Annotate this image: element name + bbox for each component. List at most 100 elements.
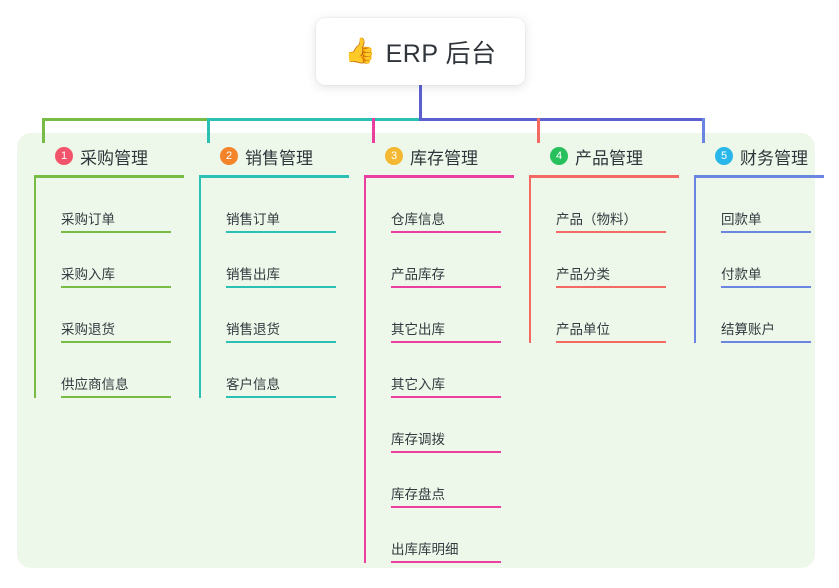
column-spine [529,178,531,343]
leaf-item-rule [391,506,501,508]
leaf-item-rule [721,341,811,343]
drop-line-1 [42,118,45,143]
leaf-item[interactable]: 其它出库 [364,288,514,343]
leaf-item[interactable]: 结算账户 [694,288,824,343]
leaf-item[interactable]: 出库库明细 [364,508,514,563]
column-number-badge: 1 [55,147,73,165]
column-title: 财务管理 [740,148,808,168]
column-title: 采购管理 [80,148,148,168]
leaf-item-rule [556,341,666,343]
diagram-panel [17,133,815,568]
leaf-item-rule [391,286,501,288]
leaf-item-label: 采购退货 [61,322,115,337]
leaf-item-label: 仓库信息 [391,212,445,227]
leaf-item[interactable]: 其它入库 [364,343,514,398]
leaf-item-label: 其它入库 [391,377,445,392]
leaf-item[interactable]: 产品单位 [529,288,679,343]
leaf-item-label: 产品单位 [556,322,610,337]
leaf-item-label: 销售退货 [226,322,280,337]
trunk-line [419,85,422,121]
column-items: 销售订单销售出库销售退货客户信息 [199,178,349,398]
root-node-card[interactable]: 👍 ERP 后台 [316,18,525,85]
leaf-item[interactable]: 库存调拨 [364,398,514,453]
column-header-rule [34,175,184,178]
leaf-item-label: 其它出库 [391,322,445,337]
bus-segment-right [419,118,705,121]
leaf-item[interactable]: 销售订单 [199,178,349,233]
leaf-item[interactable]: 采购入库 [34,233,184,288]
column-number-badge: 4 [550,147,568,165]
leaf-item-label: 产品库存 [391,267,445,282]
column-header-rule [364,175,514,178]
leaf-item-label: 出库库明细 [391,542,459,557]
leaf-item-rule [226,286,336,288]
leaf-item-label: 库存调拨 [391,432,445,447]
column-header-rule [199,175,349,178]
leaf-item[interactable]: 回款单 [694,178,824,233]
leaf-item-rule [721,286,811,288]
drop-line-2 [207,118,210,143]
leaf-item-rule [556,286,666,288]
bus-segment-2 [207,118,419,121]
bus-segment-1 [42,118,207,121]
column-spine [364,178,366,563]
column-items: 产品（物料） 产品分类产品单位 [529,178,679,343]
leaf-item[interactable]: 客户信息 [199,343,349,398]
leaf-item-label: 客户信息 [226,377,280,392]
leaf-item-label: 销售出库 [226,267,280,282]
column-header-5[interactable]: 5 财务管理 [694,143,824,169]
leaf-item-label: 采购订单 [61,212,115,227]
column-items: 回款单付款单结算账户 [694,178,824,343]
leaf-item-rule [61,286,171,288]
leaf-item[interactable]: 供应商信息 [34,343,184,398]
leaf-item[interactable]: 产品库存 [364,233,514,288]
column-spine [694,178,696,343]
leaf-item[interactable]: 销售退货 [199,288,349,343]
leaf-item-label: 供应商信息 [61,377,129,392]
column-header-rule [694,175,824,178]
drop-line-4 [537,118,540,143]
leaf-item[interactable]: 产品（物料） [529,178,679,233]
leaf-item[interactable]: 采购退货 [34,288,184,343]
drop-line-5 [702,118,705,143]
leaf-item-rule [226,341,336,343]
column-number-badge: 3 [385,147,403,165]
leaf-item-rule [391,451,501,453]
leaf-item[interactable]: 产品分类 [529,233,679,288]
leaf-item[interactable]: 采购订单 [34,178,184,233]
leaf-item-rule [61,396,171,398]
leaf-item[interactable]: 仓库信息 [364,178,514,233]
drop-line-3 [372,118,375,143]
column-number-badge: 5 [715,147,733,165]
column-items: 仓库信息产品库存其它出库其它入库库存调拨库存盘点出库库明细 [364,178,514,563]
leaf-item-label: 采购入库 [61,267,115,282]
thumbs-up-icon: 👍 [344,37,376,65]
leaf-item-rule [391,396,501,398]
leaf-item[interactable]: 付款单 [694,233,824,288]
leaf-item-rule [391,561,501,563]
column-header-1[interactable]: 1 采购管理 [34,143,184,169]
leaf-item-label: 付款单 [721,267,762,282]
leaf-item-rule [61,341,171,343]
column-5: 5 财务管理回款单付款单结算账户 [694,143,824,343]
root-node-title: ERP 后台 [385,39,497,68]
leaf-item[interactable]: 销售出库 [199,233,349,288]
leaf-item-label: 结算账户 [721,322,775,337]
column-items: 采购订单采购入库采购退货供应商信息 [34,178,184,398]
leaf-item-rule [721,231,811,233]
leaf-item[interactable]: 库存盘点 [364,453,514,508]
leaf-item-label: 库存盘点 [391,487,445,502]
leaf-item-rule [391,341,501,343]
leaf-item-rule [556,231,666,233]
column-1: 1 采购管理采购订单采购入库采购退货供应商信息 [34,143,184,398]
leaf-item-rule [61,231,171,233]
leaf-item-rule [226,231,336,233]
leaf-item-label: 产品（物料） [556,212,637,227]
column-spine [34,178,36,398]
